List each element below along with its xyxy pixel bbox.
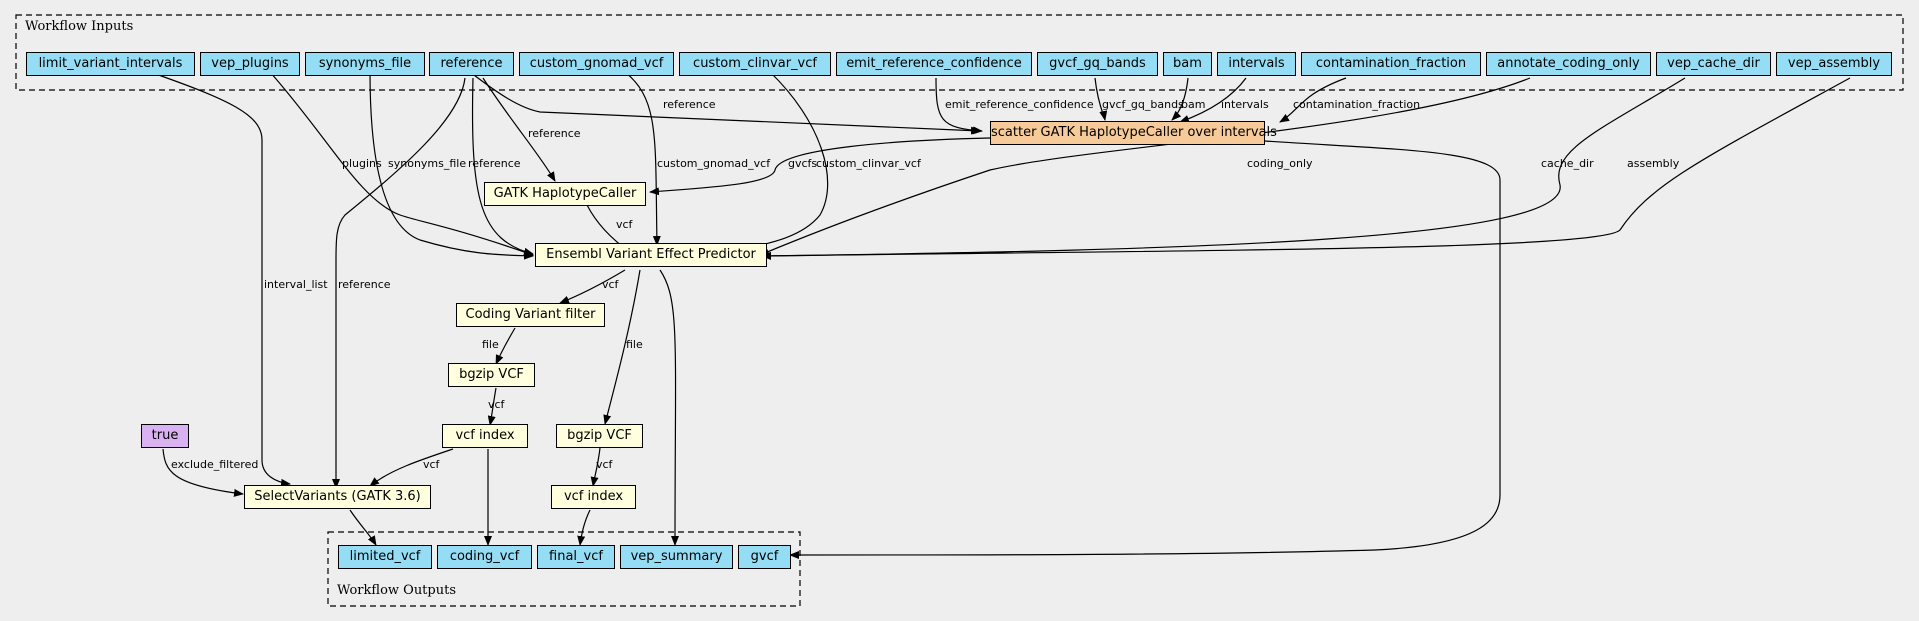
step-gatk-haplotypecaller[interactable]: GATK HaplotypeCaller bbox=[484, 182, 646, 206]
edge-reference-select bbox=[332, 77, 466, 489]
constant-true[interactable]: true bbox=[141, 424, 189, 448]
input-synonyms-file[interactable]: synonyms_file bbox=[305, 52, 425, 76]
input-bam[interactable]: bam bbox=[1163, 52, 1212, 76]
edge-label-gvcfs: gvcfs bbox=[788, 157, 818, 170]
edge-label-cache-dir: cache_dir bbox=[1541, 157, 1594, 170]
edge-synonyms bbox=[369, 71, 534, 260]
edge-vep-filter bbox=[559, 269, 626, 304]
edge-reference-vep bbox=[471, 77, 534, 256]
edge-label-vcf-hc-vep: vcf bbox=[616, 218, 633, 231]
edge-label-reference-vep: reference bbox=[468, 157, 521, 170]
workflow-outputs-label: Workflow Outputs bbox=[337, 583, 456, 598]
step-vcf-index-final[interactable]: vcf index bbox=[551, 485, 636, 509]
step-coding-variant-filter[interactable]: Coding Variant filter bbox=[456, 303, 605, 327]
step-bgzip-vcf-coding[interactable]: bgzip VCF bbox=[448, 363, 535, 387]
edge-label-exclude-filtered: exclude_filtered bbox=[171, 458, 259, 471]
edge-index2-final bbox=[577, 509, 591, 546]
edge-custom-gnomad bbox=[624, 71, 661, 246]
edge-label-vcf-vep-filter: vcf bbox=[602, 278, 619, 291]
edge-label-emit-reference-confidence: emit_reference_confidence bbox=[945, 98, 1094, 111]
edge-label-reference-select: reference bbox=[338, 278, 391, 291]
edge-plugins bbox=[269, 71, 534, 256]
input-vep-assembly[interactable]: vep_assembly bbox=[1776, 52, 1892, 76]
edge-contamination-fraction bbox=[1279, 77, 1347, 123]
output-vep-summary[interactable]: vep_summary bbox=[620, 545, 733, 569]
input-contamination-fraction[interactable]: contamination_fraction bbox=[1301, 52, 1481, 76]
edge-label-assembly: assembly bbox=[1627, 157, 1680, 170]
input-custom-clinvar-vcf[interactable]: custom_clinvar_vcf bbox=[679, 52, 831, 76]
edge-intervals bbox=[1179, 77, 1247, 123]
edge-label-custom-gnomad-vcf: custom_gnomad_vcf bbox=[657, 157, 771, 170]
edge-label-vcf-bgzip2-index2: vcf bbox=[596, 458, 613, 471]
output-final-vcf[interactable]: final_vcf bbox=[537, 545, 615, 569]
input-limit-variant-intervals[interactable]: limit_variant_intervals bbox=[26, 52, 195, 76]
edge-gvcf-gq-bands bbox=[1094, 77, 1108, 121]
edge-label-intervals: intervals bbox=[1221, 98, 1269, 111]
input-annotate-coding-only[interactable]: annotate_coding_only bbox=[1486, 52, 1651, 76]
edge-coding-only bbox=[759, 77, 1531, 256]
input-custom-gnomad-vcf[interactable]: custom_gnomad_vcf bbox=[519, 52, 674, 76]
edge-label-vcf-bgzip-index: vcf bbox=[488, 398, 505, 411]
edge-label-file-filter-bgzip: file bbox=[482, 338, 499, 351]
edge-label-plugins: plugins bbox=[342, 157, 382, 170]
outputs-cluster-border bbox=[327, 531, 801, 607]
edge-bgzip2-index2 bbox=[590, 447, 601, 487]
input-vep-cache-dir[interactable]: vep_cache_dir bbox=[1656, 52, 1771, 76]
edge-index-select bbox=[369, 448, 454, 487]
edge-label-vcf-index-select: vcf bbox=[423, 458, 440, 471]
edge-scatter-gvcf bbox=[789, 140, 1501, 559]
output-limited-vcf[interactable]: limited_vcf bbox=[338, 545, 432, 569]
input-reference[interactable]: reference bbox=[429, 52, 514, 76]
edge-label-synonyms-file: synonyms_file bbox=[388, 157, 467, 170]
edge-label-file-vep-bgzip: file bbox=[626, 338, 643, 351]
edge-label-coding-only: coding_only bbox=[1247, 157, 1313, 170]
edge-label-gvcf-gq-bands: gvcf_gq_bands bbox=[1102, 98, 1184, 111]
step-select-variants[interactable]: SelectVariants (GATK 3.6) bbox=[244, 485, 431, 509]
edge-label-custom-clinvar-vcf: custom_clinvar_vcf bbox=[816, 157, 921, 170]
edge-label-interval-list: interval_list bbox=[264, 278, 328, 291]
input-gvcf-gq-bands[interactable]: gvcf_gq_bands bbox=[1037, 52, 1158, 76]
edge-emit-reference-confidence bbox=[935, 77, 983, 135]
edge-vep-bgzip2 bbox=[603, 269, 641, 425]
step-vep[interactable]: Ensembl Variant Effect Predictor bbox=[535, 243, 767, 267]
edge-limit-interval-list bbox=[149, 71, 291, 487]
edge-label-contamination-fraction: contamination_fraction bbox=[1293, 98, 1421, 111]
input-emit-reference-confidence[interactable]: emit_reference_confidence bbox=[836, 52, 1032, 76]
edge-label-reference-hc: reference bbox=[528, 127, 581, 140]
inputs-cluster-border bbox=[15, 14, 1904, 91]
edge-vep-summary bbox=[659, 269, 680, 546]
edge-select-limited bbox=[349, 509, 377, 546]
workflow-inputs-label: Workflow Inputs bbox=[25, 19, 134, 34]
edge-reference-scatter bbox=[469, 71, 981, 135]
output-gvcf[interactable]: gvcf bbox=[738, 545, 791, 569]
edge-label-bam: bam bbox=[1181, 98, 1206, 111]
input-vep-plugins[interactable]: vep_plugins bbox=[200, 52, 300, 76]
edge-gvcfs bbox=[649, 137, 991, 196]
input-intervals[interactable]: intervals bbox=[1217, 52, 1296, 76]
edge-bam bbox=[1171, 77, 1189, 121]
edge-bgzip-index bbox=[487, 387, 497, 426]
output-coding-vcf[interactable]: coding_vcf bbox=[437, 545, 532, 569]
edge-filter-bgzip bbox=[495, 327, 516, 365]
edge-label-reference-scatter: reference bbox=[663, 98, 716, 111]
edge-true-select bbox=[162, 448, 244, 497]
edge-cache-dir bbox=[761, 77, 1686, 260]
step-bgzip-vcf-final[interactable]: bgzip VCF bbox=[556, 424, 643, 448]
step-scatter-haplotypecaller[interactable]: scatter GATK HaplotypeCaller over interv… bbox=[990, 121, 1277, 145]
edge-reference-hc bbox=[482, 77, 556, 182]
edge-assembly bbox=[761, 77, 1851, 260]
step-vcf-index-coding[interactable]: vcf index bbox=[442, 424, 528, 448]
